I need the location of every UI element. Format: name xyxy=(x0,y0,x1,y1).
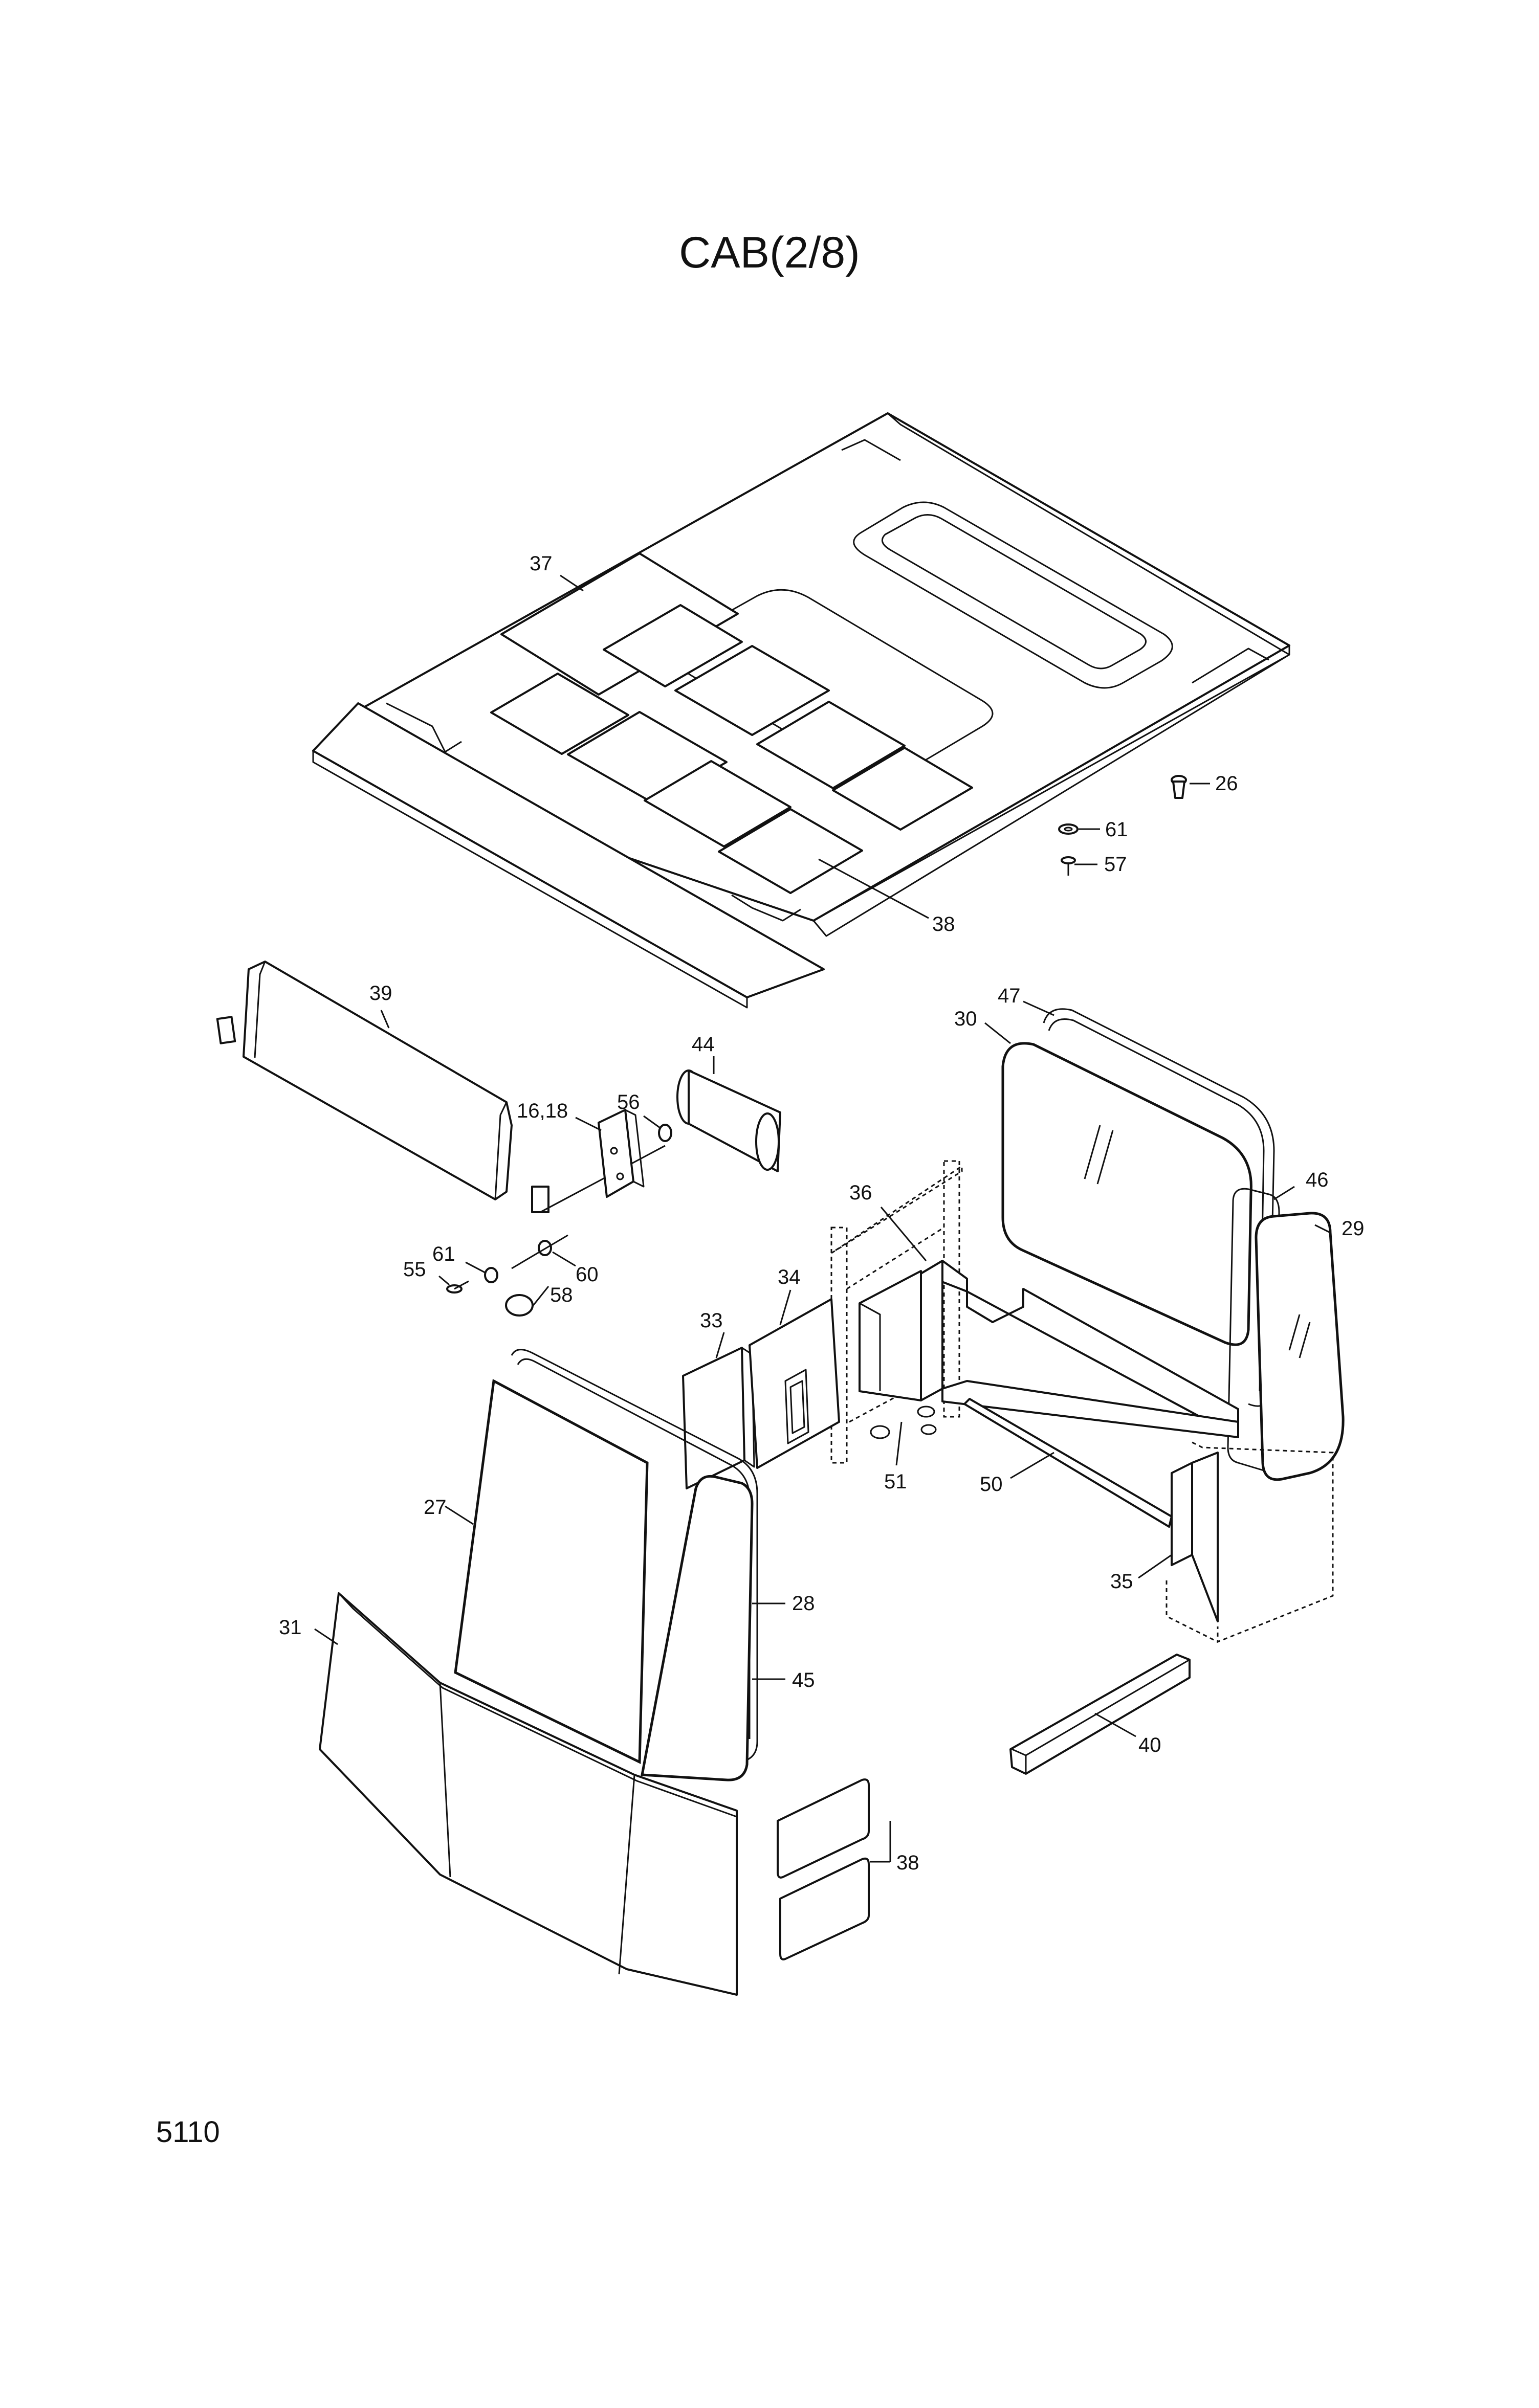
part-55-screw xyxy=(446,1280,469,1294)
callout-36: 36 xyxy=(849,1181,872,1204)
callout-30: 30 xyxy=(954,1008,977,1030)
part-51-bracket xyxy=(870,1406,937,1439)
part-31-lower-panel xyxy=(319,1592,738,1996)
callout-61-upper: 61 xyxy=(1105,818,1128,841)
part-39-side-panel xyxy=(216,961,666,1213)
part-27-glass xyxy=(454,1379,649,1764)
part-33-pad xyxy=(682,1347,755,1489)
leader-lines xyxy=(314,574,1331,1863)
part-58-cap xyxy=(505,1294,534,1317)
callout-56: 56 xyxy=(617,1091,640,1113)
callout-58: 58 xyxy=(550,1284,573,1306)
callout-44: 44 xyxy=(692,1033,715,1056)
callout-46: 46 xyxy=(1306,1169,1329,1191)
callout-35: 35 xyxy=(1110,1570,1133,1593)
callout-31: 31 xyxy=(279,1616,302,1639)
part-16-18-bracket xyxy=(598,1109,645,1198)
callout-57: 57 xyxy=(1104,853,1127,876)
callout-38-upper: 38 xyxy=(932,913,955,935)
callout-33: 33 xyxy=(700,1309,723,1332)
page-number: 5110 xyxy=(156,2115,220,2149)
part-38-lower-pads xyxy=(777,1778,870,1960)
callout-34: 34 xyxy=(778,1266,801,1288)
callout-37: 37 xyxy=(530,552,553,575)
callout-labels: 37 26 61 57 38 39 44 56 16,18 55 61 60 5… xyxy=(279,552,1365,1874)
part-61-washer-lower xyxy=(484,1267,498,1283)
part-44-duct xyxy=(676,1069,781,1172)
callout-26: 26 xyxy=(1215,772,1238,795)
part-60-nut xyxy=(511,1234,568,1269)
part-61-washer xyxy=(1058,823,1079,835)
callout-39: 39 xyxy=(369,982,392,1005)
part-26-clip xyxy=(1171,775,1187,799)
callout-40: 40 xyxy=(1138,1734,1161,1756)
part-56-nut xyxy=(658,1124,672,1142)
part-35-block xyxy=(1171,1452,1219,1622)
callout-60: 60 xyxy=(576,1263,599,1286)
part-29-side-glass xyxy=(1255,1212,1345,1481)
callout-61-lower: 61 xyxy=(432,1243,455,1265)
part-36-console-panel xyxy=(859,1260,1239,1438)
callout-50: 50 xyxy=(980,1473,1003,1496)
callout-16-18: 16,18 xyxy=(517,1100,568,1122)
front-trim-strip xyxy=(312,702,825,1009)
callout-55: 55 xyxy=(403,1258,426,1281)
callout-29: 29 xyxy=(1342,1217,1365,1240)
callout-27: 27 xyxy=(424,1496,447,1519)
part-57-screw xyxy=(1061,856,1076,876)
part-37-roof-liner xyxy=(312,412,1290,937)
callout-38-lower: 38 xyxy=(896,1852,919,1874)
callout-28: 28 xyxy=(792,1592,815,1615)
part-30-window-glass xyxy=(1001,1042,1252,1346)
part-28-glass xyxy=(641,1475,754,1781)
part-34-pad xyxy=(749,1298,840,1469)
part-40-rod xyxy=(1009,1654,1191,1775)
callout-51: 51 xyxy=(884,1470,907,1493)
part-38-mat-pads xyxy=(490,552,973,894)
callout-45: 45 xyxy=(792,1669,815,1691)
callout-47: 47 xyxy=(998,985,1021,1007)
page-title: CAB(2/8) xyxy=(679,228,860,277)
